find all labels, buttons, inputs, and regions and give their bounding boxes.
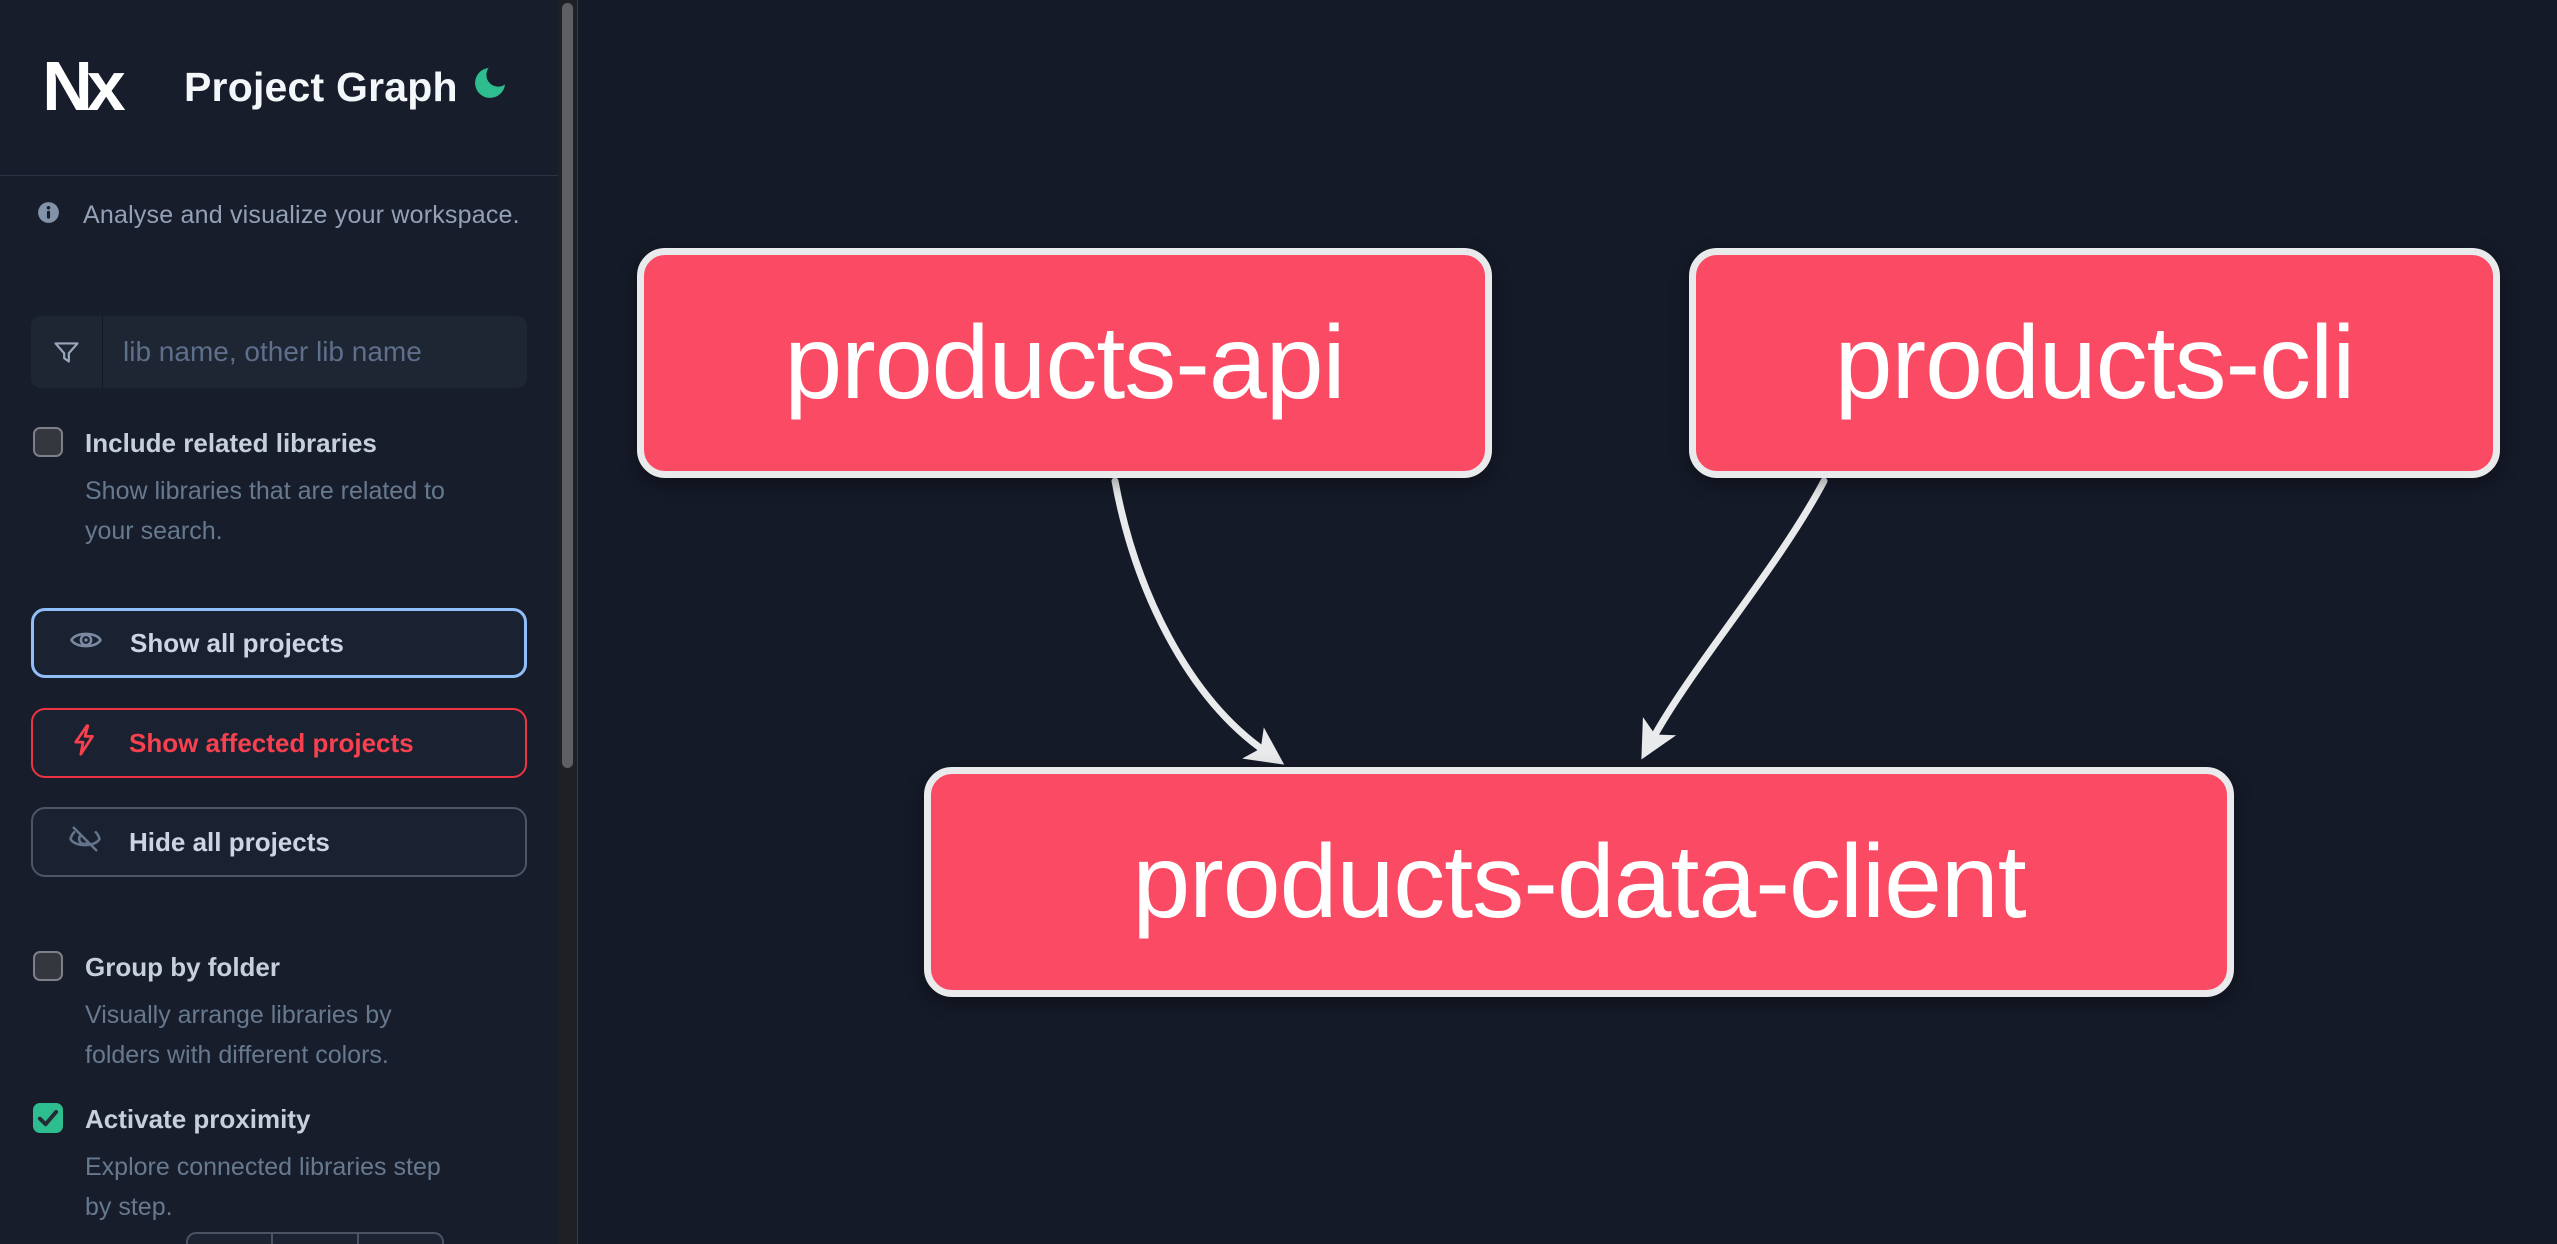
include-related-description: Show libraries that are related to your …: [85, 471, 535, 551]
button-label: Show affected projects: [129, 727, 414, 758]
edge-products-api-to-data-client: [1111, 477, 1285, 765]
activate-proximity-description: Explore connected libraries step by step…: [85, 1147, 535, 1227]
button-label: Show all projects: [130, 627, 344, 658]
graph-edges: [1111, 477, 1828, 765]
option-include-related: Include related libraries Show libraries…: [33, 427, 527, 547]
sidebar-header: Nx Project Graph: [0, 0, 558, 176]
group-by-folder-description: Visually arrange libraries by folders wi…: [85, 995, 535, 1075]
description-line: your search.: [85, 517, 223, 545]
eye-icon: [68, 622, 104, 665]
graph-node-products-cli[interactable]: products-cli: [1689, 248, 2500, 478]
project-graph-canvas[interactable]: products-api products-cli products-data-…: [577, 0, 2557, 1244]
segment[interactable]: [271, 1234, 356, 1244]
show-affected-projects-button[interactable]: Show affected projects: [31, 708, 527, 778]
group-by-folder-label[interactable]: Group by folder: [85, 952, 280, 982]
workspace-info: Analyse and visualize your workspace.: [36, 200, 520, 230]
sidebar: Nx Project Graph Analyse and visualize y…: [0, 0, 558, 1244]
page-title: Project Graph: [184, 64, 458, 110]
search-box: [31, 316, 527, 388]
description-line: by step.: [85, 1193, 173, 1221]
graph-node-products-api[interactable]: products-api: [637, 248, 1492, 478]
search-input[interactable]: [103, 316, 527, 388]
checkmark-icon: [35, 1105, 61, 1131]
description-line: Visually arrange libraries by: [85, 1001, 392, 1029]
sidebar-scrollbar-thumb[interactable]: [562, 3, 573, 768]
button-label: Hide all projects: [129, 826, 330, 857]
option-activate-proximity: Activate proximity Explore connected lib…: [33, 1103, 527, 1223]
segment[interactable]: [188, 1234, 271, 1244]
sidebar-scrollbar-track: [558, 0, 577, 1244]
lightning-icon: [67, 722, 103, 765]
tagline-text: Analyse and visualize your workspace.: [83, 200, 520, 229]
group-by-folder-checkbox[interactable]: [33, 951, 63, 981]
filter-icon: [31, 316, 103, 388]
eye-off-icon: [67, 821, 103, 864]
activate-proximity-label[interactable]: Activate proximity: [85, 1104, 311, 1134]
segment[interactable]: [356, 1234, 442, 1244]
description-line: folders with different colors.: [85, 1041, 389, 1069]
include-related-label[interactable]: Include related libraries: [85, 428, 377, 458]
description-line: Show libraries that are related to: [85, 477, 445, 505]
graph-node-products-data-client[interactable]: products-data-client: [924, 767, 2234, 997]
info-icon: [36, 200, 61, 230]
proximity-depth-segmented-control[interactable]: [186, 1232, 444, 1244]
option-group-by-folder: Group by folder Visually arrange librari…: [33, 951, 527, 1071]
nx-logo-icon: Nx: [42, 47, 125, 125]
dark-mode-toggle[interactable]: [468, 62, 512, 106]
activate-proximity-checkbox[interactable]: [33, 1103, 63, 1133]
moon-icon: [470, 67, 510, 106]
hide-all-projects-button[interactable]: Hide all projects: [31, 807, 527, 877]
show-all-projects-button[interactable]: Show all projects: [31, 608, 527, 678]
description-line: Explore connected libraries step: [85, 1153, 441, 1181]
edge-products-cli-to-data-client: [1641, 477, 1828, 760]
include-related-checkbox[interactable]: [33, 427, 63, 457]
